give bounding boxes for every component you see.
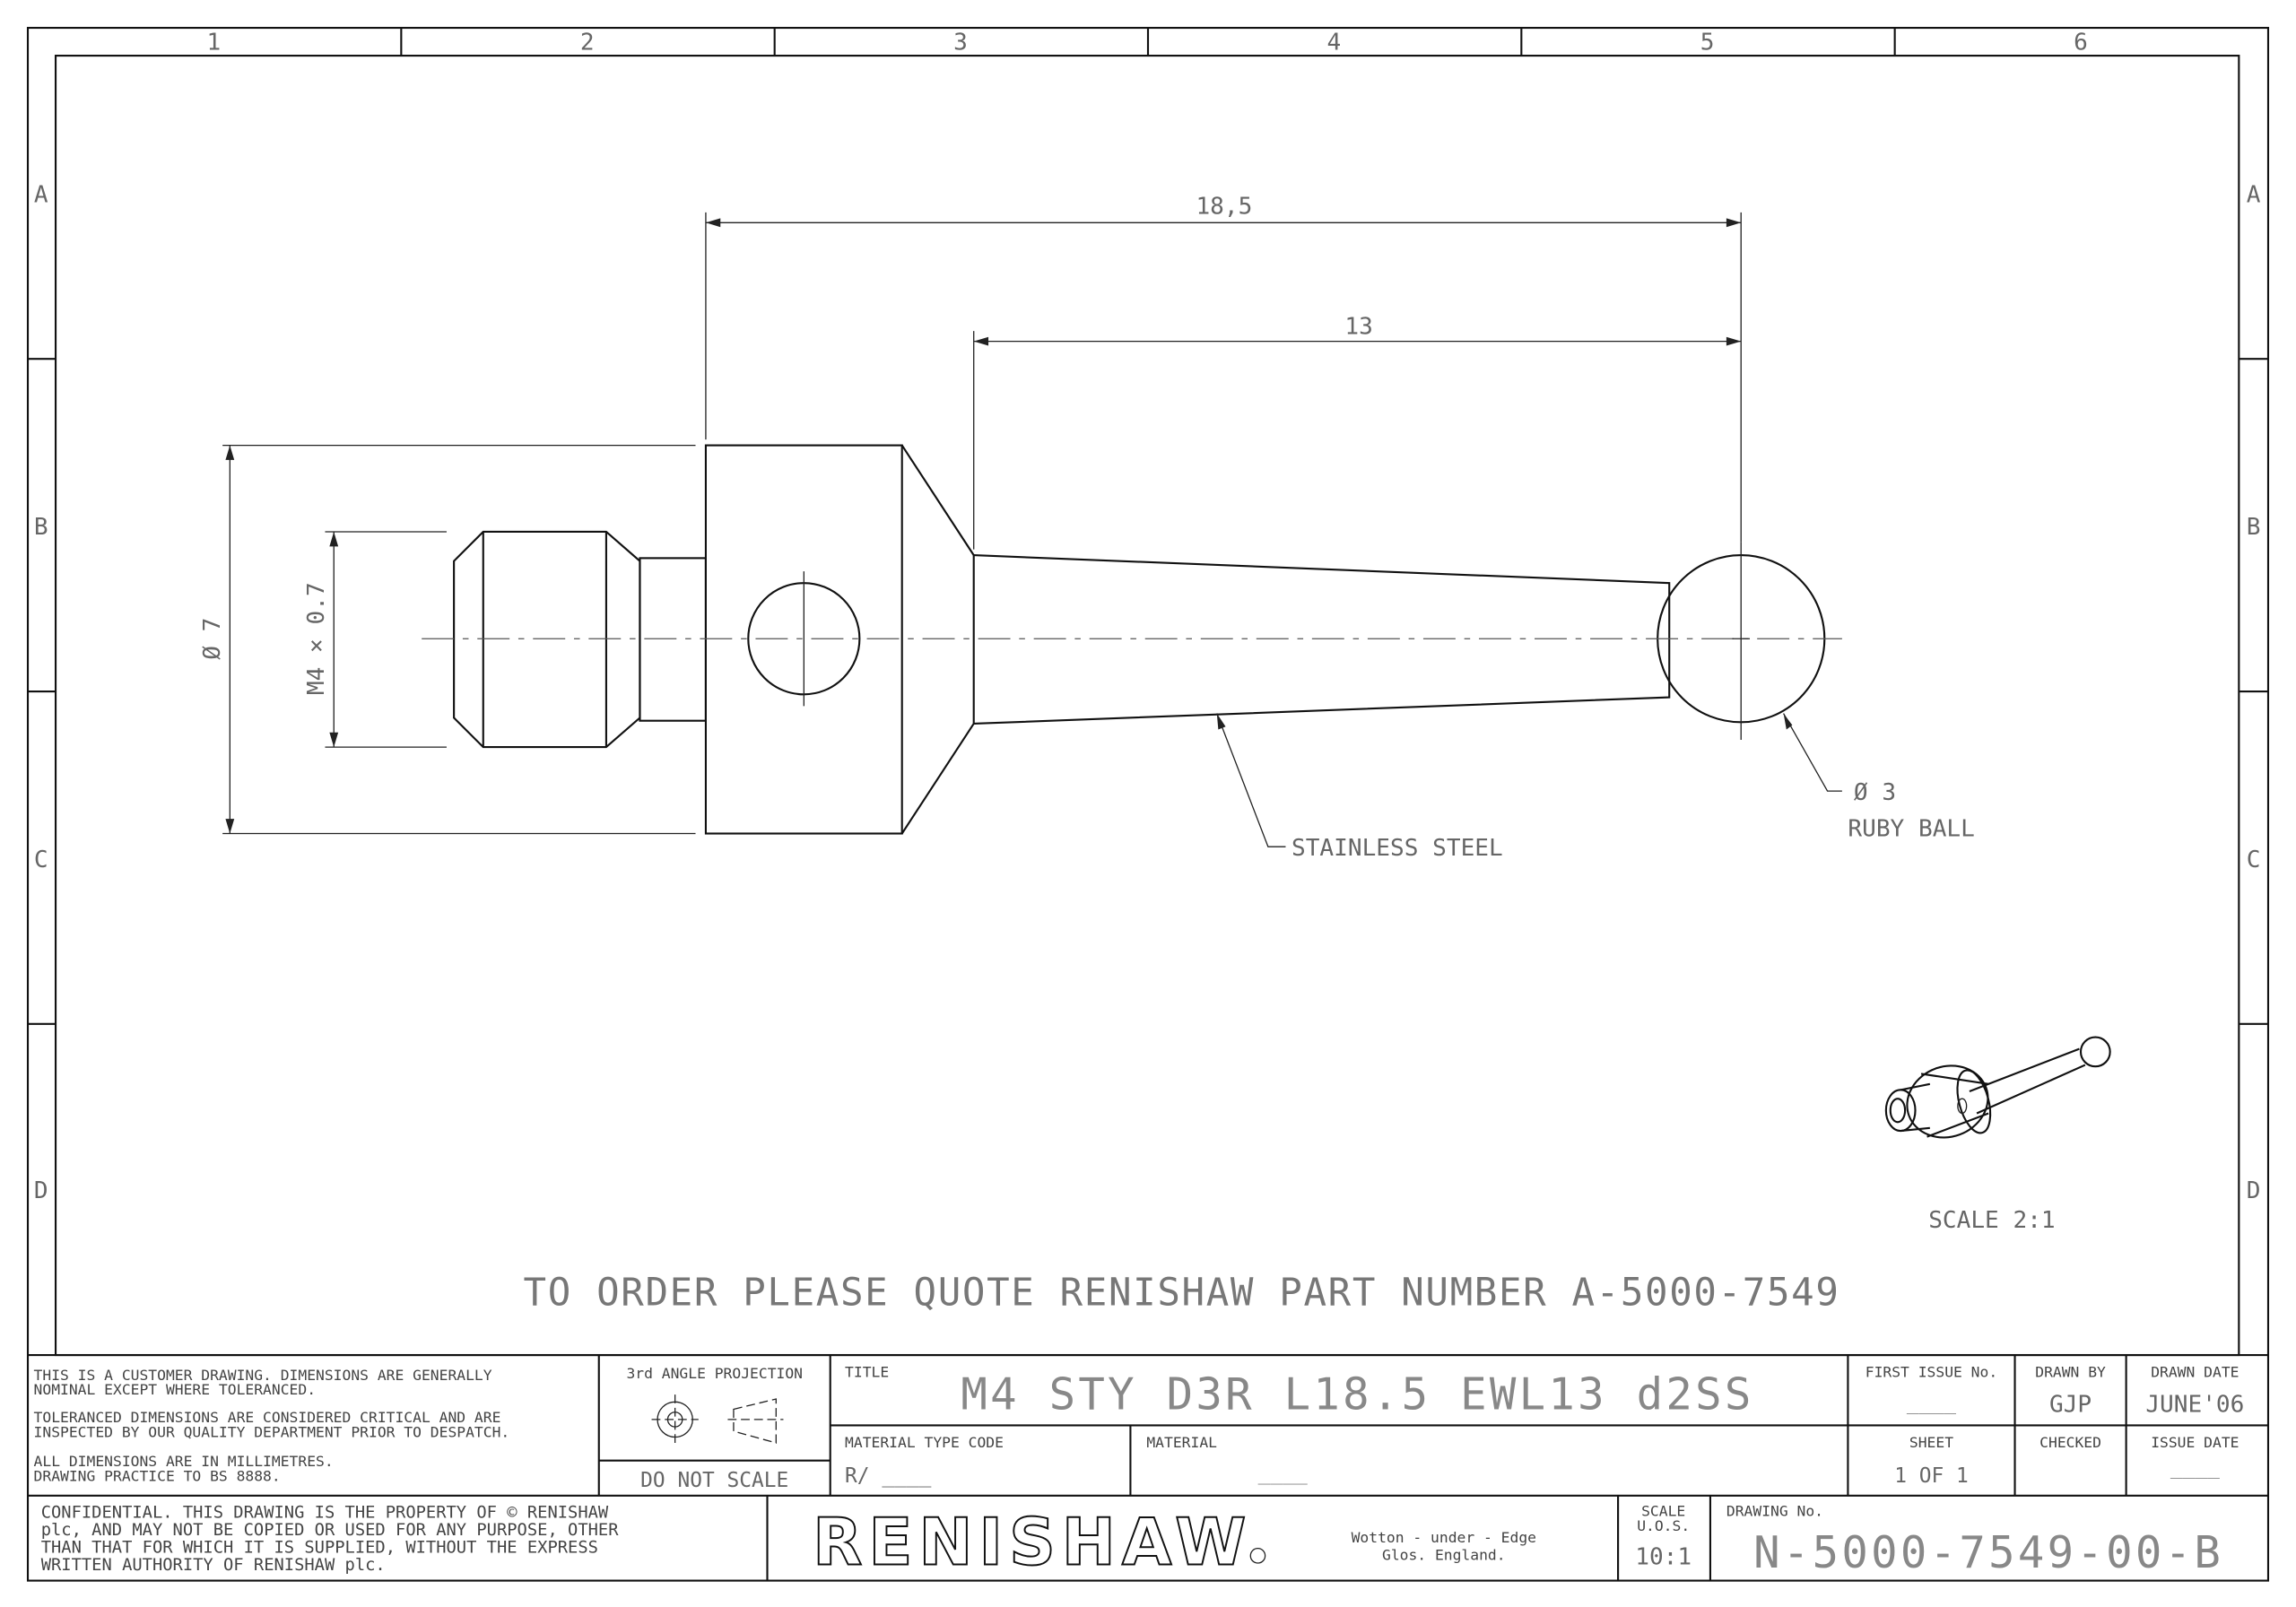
dim-body-diameter: Ø 7 xyxy=(199,618,226,660)
stem-material-note: STAINLESS STEEL xyxy=(1292,835,1503,862)
note-line: ALL DIMENSIONS ARE IN MILLIMETRES. xyxy=(34,1453,334,1470)
note-line: THIS IS A CUSTOMER DRAWING. DIMENSIONS A… xyxy=(34,1367,492,1384)
row-label: D xyxy=(34,1177,48,1204)
column-label: 4 xyxy=(1326,30,1341,56)
material-type-code: R/ ____ xyxy=(845,1464,932,1488)
column-label: 6 xyxy=(2074,30,2088,56)
row-label: B xyxy=(34,514,48,541)
scale-label: U.O.S. xyxy=(1637,1517,1690,1534)
sheet-label: SHEET xyxy=(1909,1434,1953,1451)
drawn-by-label: DRAWN BY xyxy=(2035,1364,2106,1381)
neck xyxy=(639,557,708,722)
note-line: INSPECTED BY OUR QUALITY DEPARTMENT PRIO… xyxy=(34,1424,510,1441)
dim-effective-working-length: 13 xyxy=(1344,313,1372,340)
issue-date-value: ____ xyxy=(2170,1455,2220,1479)
dimensions: 18,5 13 Ø 7 M4 × 0.7 STAINLESS STEEL Ø 3… xyxy=(199,193,1975,862)
scale-value: 10:1 xyxy=(1635,1544,1692,1571)
first-issue-label: FIRST ISSUE No. xyxy=(1866,1364,1997,1381)
ball-diameter-note: Ø 3 xyxy=(1854,779,1896,806)
confidential-line: THAN THAT FOR WHICH IT IS SUPPLIED, WITH… xyxy=(41,1539,598,1558)
stylus-part-view xyxy=(422,444,1842,835)
checked-label: CHECKED xyxy=(2039,1434,2101,1451)
scale-label: SCALE xyxy=(1641,1503,1685,1520)
column-label: 5 xyxy=(1700,30,1715,56)
row-label: B xyxy=(2247,514,2261,541)
note-line: NOMINAL EXCEPT WHERE TOLERANCED. xyxy=(34,1381,316,1398)
first-issue-value: ____ xyxy=(1907,1391,1956,1414)
row-label: D xyxy=(2247,1177,2261,1204)
row-label: C xyxy=(2247,847,2261,873)
drawn-date-label: DRAWN DATE xyxy=(2151,1364,2239,1381)
iso-scale-note: SCALE 2:1 xyxy=(1928,1207,2055,1234)
dim-overall-length: 18,5 xyxy=(1196,193,1252,220)
drawing-number: N-5000-7549-00-B xyxy=(1753,1527,2223,1578)
confidential-line: WRITTEN AUTHORITY OF RENISHAW plc. xyxy=(41,1556,386,1575)
cone xyxy=(900,445,975,835)
drawn-by-value: GJP xyxy=(2049,1392,2092,1419)
address-line: Wotton - under - Edge xyxy=(1352,1529,1536,1546)
drawn-date-value: JUNE'06 xyxy=(2145,1392,2244,1419)
column-label: 3 xyxy=(953,30,968,56)
note-line: DRAWING PRACTICE TO BS 8888. xyxy=(34,1468,281,1485)
row-label: A xyxy=(34,181,48,208)
order-note: TO ORDER PLEASE QUOTE RENISHAW PART NUMB… xyxy=(524,1271,1840,1315)
title-label: TITLE xyxy=(845,1364,889,1381)
material-label: MATERIAL xyxy=(1146,1434,1217,1451)
material-type-code-label: MATERIAL TYPE CODE xyxy=(845,1434,1004,1451)
confidential-line: CONFIDENTIAL. THIS DRAWING IS THE PROPER… xyxy=(41,1503,609,1522)
address-line: Glos. England. xyxy=(1382,1547,1506,1564)
body xyxy=(704,444,903,835)
drawing-title: M4 STY D3R L18.5 EWL13 d2SS xyxy=(961,1368,1753,1420)
thread-section xyxy=(453,530,641,749)
projection-label: 3rd ANGLE PROJECTION xyxy=(626,1365,803,1382)
renishaw-logo: RENISHAW xyxy=(813,1505,1245,1580)
material-value: ____ xyxy=(1258,1462,1308,1485)
column-label: 1 xyxy=(207,30,222,56)
isometric-view: SCALE 2:1 xyxy=(1884,1036,2111,1234)
confidential-line: plc, AND MAY NOT BE COPIED OR USED FOR A… xyxy=(41,1521,620,1540)
row-label: A xyxy=(2247,181,2261,208)
dim-thread: M4 × 0.7 xyxy=(303,582,330,695)
note-line: TOLERANCED DIMENSIONS ARE CONSIDERED CRI… xyxy=(34,1409,501,1426)
ball-material-note: RUBY BALL xyxy=(1848,816,1974,843)
issue-date-label: ISSUE DATE xyxy=(2151,1434,2239,1451)
drawing-number-label: DRAWING No. xyxy=(1726,1503,1823,1520)
stem xyxy=(973,554,1671,725)
third-angle-projection-symbol xyxy=(651,1394,784,1445)
title-block: THIS IS A CUSTOMER DRAWING. DIMENSIONS A… xyxy=(28,1353,2268,1581)
column-label: 2 xyxy=(580,30,595,56)
row-label: C xyxy=(34,847,48,873)
sheet-frame: 1 2 3 4 5 6 A B C D A B C D xyxy=(26,26,2270,1582)
sheet-value: 1 OF 1 xyxy=(1894,1464,1969,1488)
do-not-scale: DO NOT SCALE xyxy=(640,1469,788,1492)
